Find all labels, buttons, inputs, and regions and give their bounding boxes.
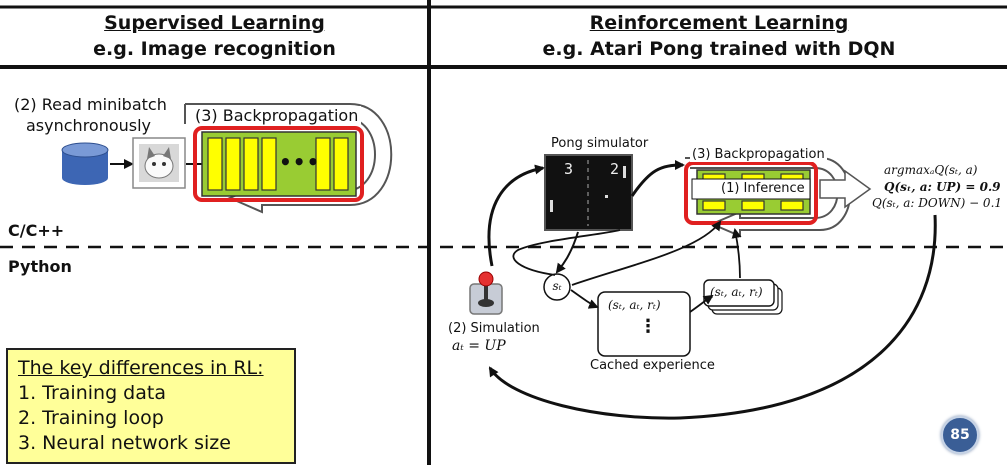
right-panel-subtitle: e.g. Atari Pong trained with DQN: [542, 38, 896, 60]
left-panel-title: Supervised Learning: [104, 12, 325, 34]
minibatch-to-backprop-arrow: [731, 228, 742, 279]
state-to-simulator-loop: [512, 229, 621, 276]
cached-tuple-dots: ⋮: [639, 316, 657, 337]
left-highlight: [193, 126, 364, 202]
cached-tuple-label: (sₜ, aₜ, rₜ): [608, 298, 661, 312]
left-panel-subtitle: e.g. Image recognition: [93, 38, 336, 60]
read-minibatch-label: (2) Read minibatch: [14, 95, 167, 114]
q-down-label: Q(sₜ, a: DOWN) − 0.1: [872, 196, 1003, 210]
python-label: Python: [8, 257, 72, 276]
pong-paddle-right: [623, 166, 626, 178]
minibatch-tuple-label: (sₜ, aₜ, rₜ): [710, 285, 763, 299]
right-highlight: [684, 161, 818, 225]
state-label: sₜ: [552, 279, 562, 293]
pong-score-right: 2: [610, 160, 620, 178]
state-circle: [543, 273, 571, 301]
layers-ellipsis: •••: [279, 150, 321, 174]
read-async-label: asynchronously: [26, 116, 152, 135]
action-to-simulator-arrow: [487, 164, 545, 267]
cat-image-icon: [132, 137, 186, 189]
q-argmax-label: argmaxₐQ(sₜ, a): [884, 163, 978, 177]
key-differences-title: The key differences in RL:: [18, 357, 264, 379]
pong-simulator-label: Pong simulator: [551, 136, 649, 151]
left-backprop-loop: [184, 103, 393, 214]
key-difference-item: 3. Neural network size: [18, 432, 231, 454]
output-arrow: [819, 169, 872, 209]
pong-ball: [605, 195, 608, 198]
right-panel-title: Reinforcement Learning: [589, 12, 849, 34]
key-differences-box: The key differences in RL: 1. Training d…: [6, 348, 296, 464]
inference-label: (1) Inference: [721, 181, 805, 196]
inference-bar: [691, 178, 811, 200]
q-up-label: Q(sₜ, a: UP) = 0.9: [884, 180, 1001, 194]
left-network-layers: [207, 137, 349, 191]
right-backprop-label: (3) Backpropagation: [690, 147, 827, 162]
pong-score-left: 3: [564, 160, 574, 178]
key-difference-item: 2. Training loop: [18, 407, 164, 429]
key-difference-item: 1. Training data: [18, 382, 166, 404]
database-icon: [61, 142, 109, 185]
cpp-label: C/C++: [8, 221, 65, 240]
left-backprop-label: (3) Backpropagation: [192, 106, 362, 125]
simulator-to-network-arrow: [630, 160, 685, 197]
page-number-badge: 85: [941, 416, 979, 454]
action-label: aₜ = UP: [452, 338, 506, 354]
minibatch-stack: [703, 279, 775, 307]
pong-paddle-left: [550, 200, 553, 212]
state-to-inference-arrow: [571, 220, 722, 286]
cached-experience-box: [597, 291, 691, 357]
cached-experience-label: Cached experience: [590, 358, 715, 373]
joystick-icon: [469, 271, 503, 315]
simulation-label: (2) Simulation: [448, 321, 540, 336]
decision-to-action-arrow: [488, 214, 937, 420]
